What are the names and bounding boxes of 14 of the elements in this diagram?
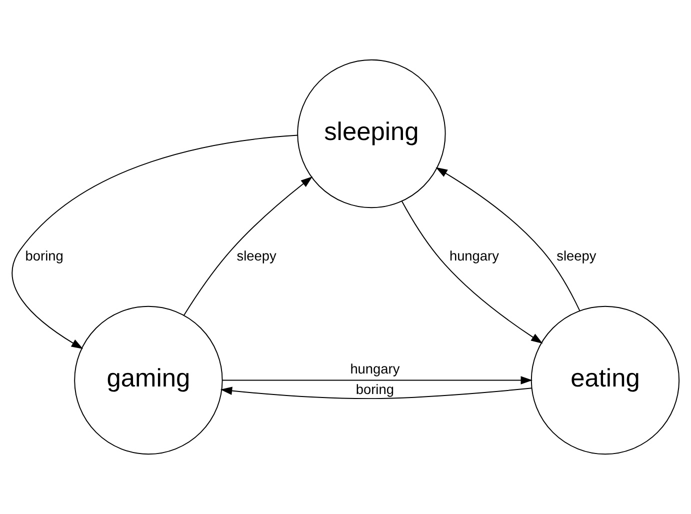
- edge-label: hungary: [449, 248, 499, 264]
- arrow: [222, 376, 533, 384]
- edge-label: sleepy: [236, 248, 276, 264]
- node-circle: sleeping: [297, 59, 446, 208]
- arrow: [220, 386, 532, 400]
- edge-label: hungary: [350, 362, 400, 377]
- edge-label: boring: [25, 248, 64, 264]
- arrow: [12, 134, 298, 349]
- edge-label: sleepy: [556, 248, 596, 264]
- arrow: [436, 167, 580, 312]
- node-circle: gaming: [74, 306, 223, 455]
- arrow: [401, 200, 543, 344]
- arrow: [184, 176, 313, 316]
- edge-label: boring: [356, 382, 394, 398]
